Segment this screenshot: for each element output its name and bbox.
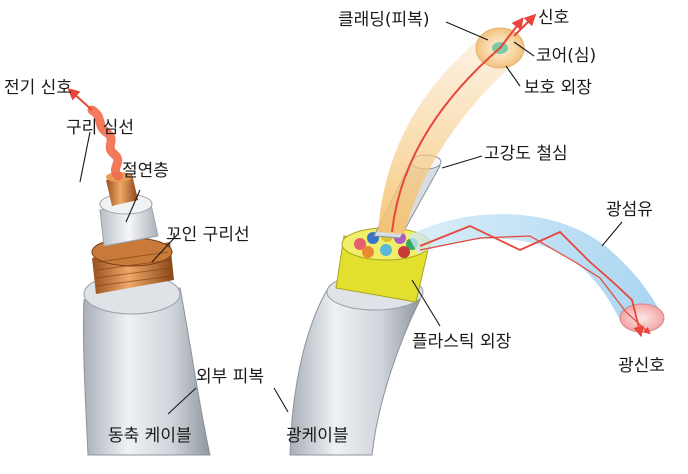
label-plastic-jacket: 플라스틱 외장 [412, 334, 511, 351]
label-insulation: 절연층 [122, 163, 169, 180]
label-core: 코어(심) [536, 48, 596, 65]
coaxial-cable-illustration [72, 92, 210, 455]
label-steel-wire: 고강도 철심 [484, 146, 568, 163]
fiber-single-glow [378, 40, 520, 234]
label-cladding: 클래딩(피복) [338, 12, 429, 29]
label-light-signal: 광신호 [618, 358, 665, 375]
fiber-blue-tube [408, 214, 664, 320]
label-braided-copper: 꼬인 구리선 [166, 227, 250, 244]
label-optical-fiber: 광섬유 [606, 202, 653, 219]
label-electric-signal: 전기 신호 [4, 80, 72, 97]
caption-coaxial-cable: 동축 케이블 [108, 428, 192, 445]
label-outer-sheath: 외부 피복 [196, 369, 264, 386]
label-copper-core: 구리 심선 [66, 120, 134, 137]
label-signal: 신호 [538, 10, 569, 27]
label-protective-jacket: 보호 외장 [524, 80, 592, 97]
caption-fiber-cable: 광케이블 [286, 428, 349, 445]
